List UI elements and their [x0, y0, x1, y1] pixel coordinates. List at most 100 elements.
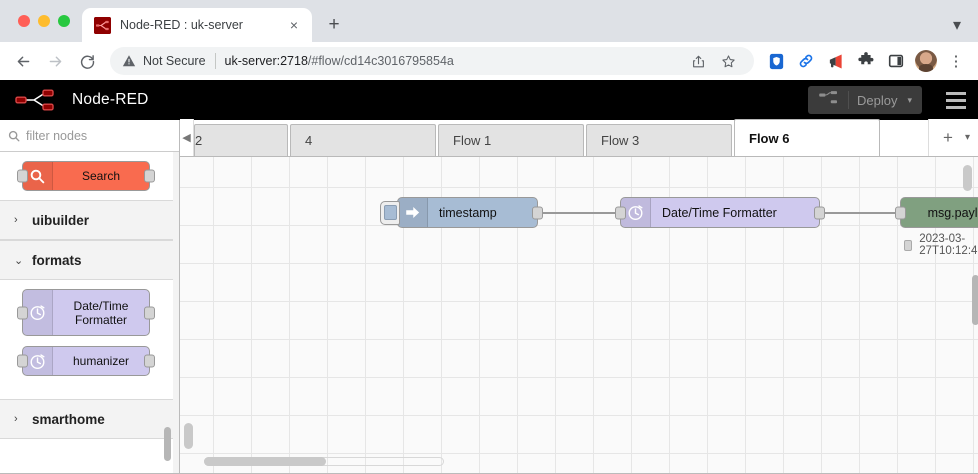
node-output-port[interactable] — [144, 354, 155, 368]
star-icon[interactable] — [714, 47, 742, 75]
flow-tab-4[interactable]: 4 — [290, 124, 436, 156]
flow-tab-label: 4 — [305, 133, 313, 148]
tabbar-scroll-left-button[interactable]: ◀ — [180, 119, 194, 156]
palette-node-search[interactable]: Search — [17, 161, 155, 191]
deploy-chevron-down-icon[interactable]: ▾ — [907, 94, 912, 105]
minimize-window-button[interactable] — [38, 15, 50, 27]
hamburger-bar — [946, 91, 966, 95]
hamburger-icon[interactable] — [934, 80, 978, 120]
omnibox-divider — [214, 53, 216, 69]
omnibox-actions — [684, 47, 742, 75]
flow-node-debug-msg-payload[interactable]: msg.payload — [895, 197, 978, 228]
magnifier-icon — [23, 162, 53, 190]
node-status-text: 2023-03-27T10:12:46.986Z — [919, 233, 978, 257]
not-secure-warning-icon — [122, 54, 136, 68]
deploy-divider — [848, 91, 849, 109]
flow-tab-label: Flow 6 — [749, 130, 790, 146]
node-output-port[interactable] — [144, 169, 155, 183]
wire-inject-to-datetime[interactable] — [538, 212, 620, 214]
node-input-port[interactable] — [17, 169, 28, 183]
palette-category-label: formats — [32, 252, 82, 268]
node-output-port[interactable] — [144, 306, 155, 319]
puzzle-extensions-icon[interactable] — [852, 47, 880, 75]
share-icon[interactable] — [684, 47, 712, 75]
deploy-icon — [818, 90, 840, 111]
deploy-button[interactable]: Deploy ▾ — [808, 86, 922, 114]
node-output-port[interactable] — [532, 206, 543, 219]
flow-node-inject-timestamp[interactable]: timestamp — [380, 197, 543, 228]
hamburger-bar — [946, 105, 966, 109]
tabbar-controls: + ▾ — [928, 119, 978, 156]
canvas-vertical-scrollbar-outer[interactable] — [972, 275, 978, 325]
browser-tab[interactable]: Node-RED : uk-server × — [82, 8, 312, 42]
palette-category-uibuilder[interactable]: › uibuilder — [0, 200, 173, 240]
node-status-debug: 2023-03-27T10:12:46.986Z — [904, 233, 978, 257]
palette-node-datetime-formatter[interactable]: Date/Time Formatter — [17, 289, 155, 336]
shield-extension-icon[interactable] — [762, 47, 790, 75]
node-input-port[interactable] — [17, 306, 28, 319]
hamburger-bar — [946, 98, 966, 102]
browser-toolbar: Not Secure uk-server:2718/#flow/cd14c301… — [0, 42, 978, 80]
flow-tab-label: Flow 1 — [453, 133, 492, 148]
node-red-favicon — [94, 16, 111, 34]
flow-tab-flow-1[interactable]: Flow 1 — [438, 124, 584, 156]
arrow-right-icon — [398, 198, 428, 227]
wire-datetime-to-debug[interactable] — [820, 212, 900, 214]
node-red-logo: Node-RED — [14, 88, 149, 112]
close-tab-button[interactable]: × — [289, 17, 299, 33]
tab-search-chevron-down-icon[interactable]: ▾ — [952, 17, 962, 34]
deploy-label: Deploy — [857, 92, 898, 108]
address-bar[interactable]: Not Secure uk-server:2718/#flow/cd14c301… — [110, 47, 754, 75]
forward-button[interactable] — [40, 46, 70, 76]
clock-icon — [23, 290, 53, 335]
browser-menu-button[interactable]: ⋮ — [948, 53, 964, 70]
flow-tab-flow-3[interactable]: Flow 3 — [586, 124, 732, 156]
megaphone-extension-icon[interactable] — [822, 47, 850, 75]
palette-scrollbar[interactable] — [164, 427, 171, 461]
clock-icon — [23, 347, 53, 375]
maximize-window-button[interactable] — [58, 15, 70, 27]
canvas-vertical-scrollbar[interactable] — [963, 165, 972, 191]
palette-node-label: humanizer — [72, 354, 130, 368]
add-flow-button[interactable]: + — [943, 127, 953, 147]
node-input-port[interactable] — [895, 206, 906, 219]
flow-node-datetime-formatter[interactable]: Date/Time Formatter — [615, 197, 825, 228]
node-input-port[interactable] — [615, 206, 626, 219]
palette-filter-row — [0, 120, 179, 152]
node-output-port[interactable] — [814, 206, 825, 219]
side-panel-icon[interactable] — [882, 47, 910, 75]
reload-button[interactable] — [72, 46, 102, 76]
flow-tab-label: Flow 3 — [601, 133, 640, 148]
back-button[interactable] — [8, 46, 38, 76]
main-area: Search › uibuilder ⌄ formats — [0, 119, 978, 473]
canvas-left-scroll-thumb[interactable] — [184, 423, 193, 449]
search-icon — [8, 130, 20, 142]
flow-list-chevron-down-icon[interactable]: ▾ — [964, 132, 970, 143]
link-extension-icon[interactable] — [792, 47, 820, 75]
flow-node-label: msg.payload — [927, 205, 978, 220]
search-input[interactable] — [26, 128, 171, 143]
flow-node-label: timestamp — [439, 205, 497, 220]
flow-tabbar: ◀ 2 4 Flow 1 Flow 3 Flow 6 + ▾ — [180, 119, 978, 157]
url-path: /#flow/cd14c3016795854a — [307, 54, 454, 68]
palette-node-search-row: Search — [0, 152, 173, 200]
inject-button-face — [383, 205, 397, 220]
canvas-horizontal-scrollbar[interactable] — [204, 457, 326, 466]
close-window-button[interactable] — [18, 15, 30, 27]
palette-category-formats[interactable]: ⌄ formats — [0, 240, 173, 280]
url-text: uk-server:2718/#flow/cd14c3016795854a — [225, 54, 677, 68]
palette-node-humanizer[interactable]: humanizer — [17, 346, 155, 376]
inject-trigger-button[interactable] — [380, 200, 400, 225]
flow-tab-2[interactable]: 2 — [194, 124, 288, 156]
clock-icon — [621, 198, 651, 227]
new-tab-button[interactable]: + — [328, 14, 340, 35]
flow-tab-flow-6[interactable]: Flow 6 — [734, 119, 880, 156]
status-dot-icon — [904, 239, 913, 251]
palette-category-smarthome[interactable]: › smarthome — [0, 399, 173, 439]
node-input-port[interactable] — [17, 354, 28, 368]
flow-canvas[interactable]: timestamp Date/Time Formatter msg.payl — [180, 157, 978, 473]
palette-node-datetime-row: Date/Time Formatter — [0, 280, 173, 340]
palette-sidebar: Search › uibuilder ⌄ formats — [0, 120, 180, 473]
palette-body: Search › uibuilder ⌄ formats — [0, 152, 179, 473]
avatar[interactable] — [915, 50, 937, 72]
